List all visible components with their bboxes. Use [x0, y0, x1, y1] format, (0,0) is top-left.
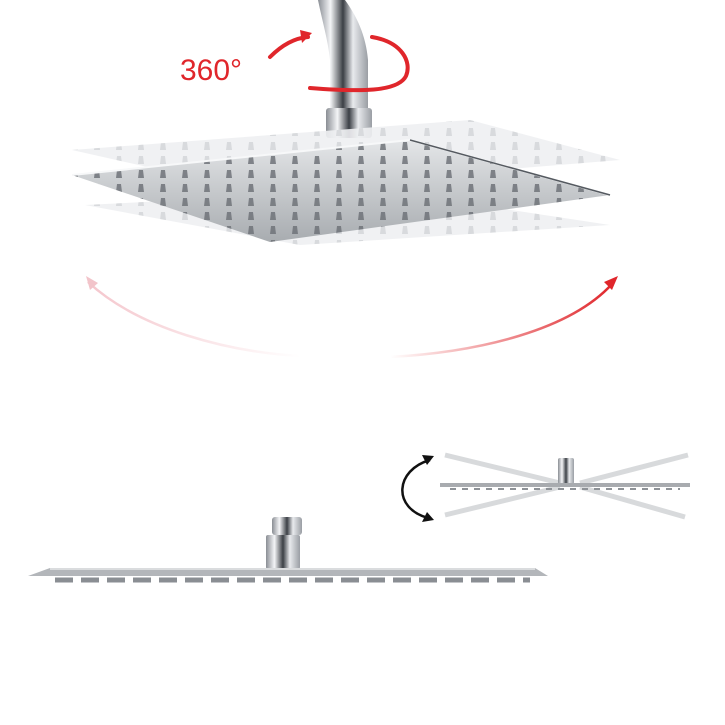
rotation-arrowhead-icon — [300, 30, 312, 43]
rotation-label: 360° — [180, 54, 243, 87]
swing-arrowhead-right-icon — [604, 276, 618, 290]
shower-arm — [318, 0, 372, 138]
tilt-diagram — [401, 452, 690, 522]
tilt-arrow-icon — [401, 458, 431, 520]
swing-arrowhead-left-icon — [86, 276, 98, 290]
shower-plate-main — [71, 138, 611, 242]
side-view-plate — [28, 517, 548, 583]
swing-arrow-icon — [87, 281, 613, 359]
